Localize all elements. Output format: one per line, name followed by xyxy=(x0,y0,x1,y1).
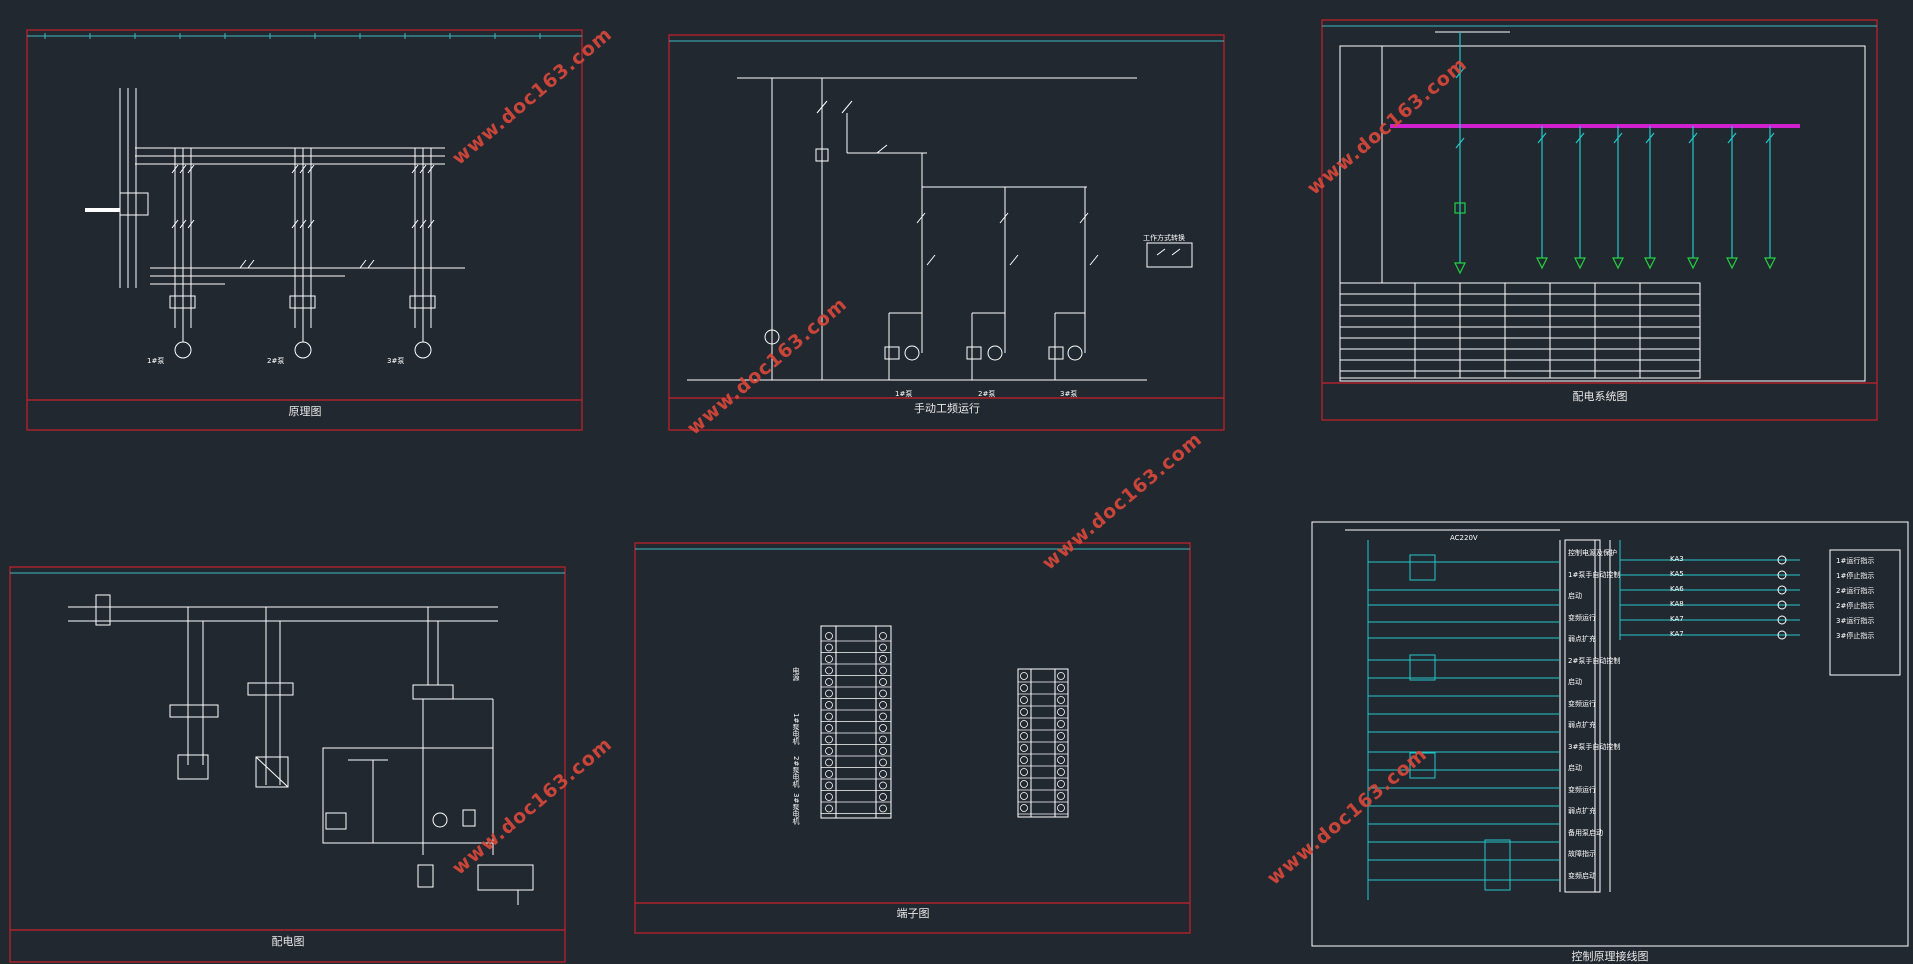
system-caption: 配电系统图 xyxy=(1572,390,1628,403)
control-relay-label: KA8 xyxy=(1670,600,1684,608)
control-indicator-label: 1#运行指示 xyxy=(1836,557,1875,565)
terminal-side-label-1: 电源 xyxy=(792,667,800,681)
control-right-label: 故障指示 xyxy=(1568,850,1596,858)
control-right-label: 变频启动 xyxy=(1568,871,1596,880)
pump-label-1: 1#泵 xyxy=(895,390,913,398)
motor-label-2: 2#泵 xyxy=(267,357,285,365)
wiring-drawing xyxy=(9,566,566,963)
manual-caption: 手动工频运行 xyxy=(914,402,980,415)
control-right-label: 变频运行 xyxy=(1568,613,1596,622)
control-relay-label: KA5 xyxy=(1670,570,1684,578)
sheet-wiring: 配电图 xyxy=(8,565,568,963)
control-right-label: 启动 xyxy=(1568,764,1582,772)
sheet-terminal: 电源 1#泵电机 2#泵电机 3#泵电机 端子图 xyxy=(633,541,1193,941)
control-drawing xyxy=(1311,521,1909,947)
control-relay-label: KA7 xyxy=(1670,630,1684,638)
motor-label-1: 1#泵 xyxy=(147,357,165,365)
system-drawing xyxy=(1321,19,1878,421)
control-right-label: 弱点扩充 xyxy=(1568,721,1596,729)
principle-drawing xyxy=(26,29,583,431)
control-right-label: 启动 xyxy=(1568,678,1582,686)
pump-label-2: 2#泵 xyxy=(978,390,996,398)
control-right-label: 变频运行 xyxy=(1568,785,1596,794)
manual-inset-label: 工作方式转换 xyxy=(1143,234,1185,242)
control-relay-label: KA6 xyxy=(1670,585,1684,593)
sheet-manual: 工作方式转换 1#泵 2#泵 3#泵 手动工频运行 xyxy=(667,33,1227,433)
control-right-label: 弱点扩充 xyxy=(1568,635,1596,643)
wiring-caption: 配电图 xyxy=(271,935,305,948)
terminal-side-label-3: 2#泵电机 xyxy=(792,756,800,788)
control-indicator-label: 1#停止指示 xyxy=(1836,572,1875,580)
control-right-label: 2#泵手自动控制 xyxy=(1568,656,1621,665)
control-right-label: 启动 xyxy=(1568,592,1582,600)
control-indicator-label: 3#停止指示 xyxy=(1836,632,1875,640)
control-right-label: 控制电源及保护 xyxy=(1568,549,1617,557)
sheet-system: 配电系统图 xyxy=(1320,18,1880,428)
control-right-label: 弱点扩充 xyxy=(1568,807,1596,815)
manual-drawing xyxy=(668,34,1225,431)
control-indicator-label: 2#停止指示 xyxy=(1836,602,1875,610)
terminal-caption: 端子图 xyxy=(896,907,930,920)
control-indicator-label: 2#运行指示 xyxy=(1836,587,1875,595)
terminal-drawing xyxy=(634,542,1191,934)
sheet-principle: 1#泵 2#泵 3#泵 原理图 xyxy=(25,28,585,438)
control-indicator-label: 3#运行指示 xyxy=(1836,617,1875,625)
principle-caption: 原理图 xyxy=(288,405,322,418)
terminal-side-label-4: 3#泵电机 xyxy=(792,793,800,825)
terminal-side-label-2: 1#泵电机 xyxy=(792,713,800,745)
motor-label-3: 3#泵 xyxy=(387,357,405,365)
control-right-label: 3#泵手自动控制 xyxy=(1568,742,1621,751)
control-right-label: 变频运行 xyxy=(1568,699,1596,708)
control-caption: 控制原理接线图 xyxy=(1571,950,1649,963)
control-right-label: 1#泵手自动控制 xyxy=(1568,570,1621,579)
control-relay-label: KA3 xyxy=(1670,555,1684,563)
pump-label-3: 3#泵 xyxy=(1060,390,1078,398)
control-right-label: 备用泵启动 xyxy=(1568,828,1603,837)
control-title: AC220V xyxy=(1450,534,1478,542)
control-relay-label: KA7 xyxy=(1670,615,1684,623)
